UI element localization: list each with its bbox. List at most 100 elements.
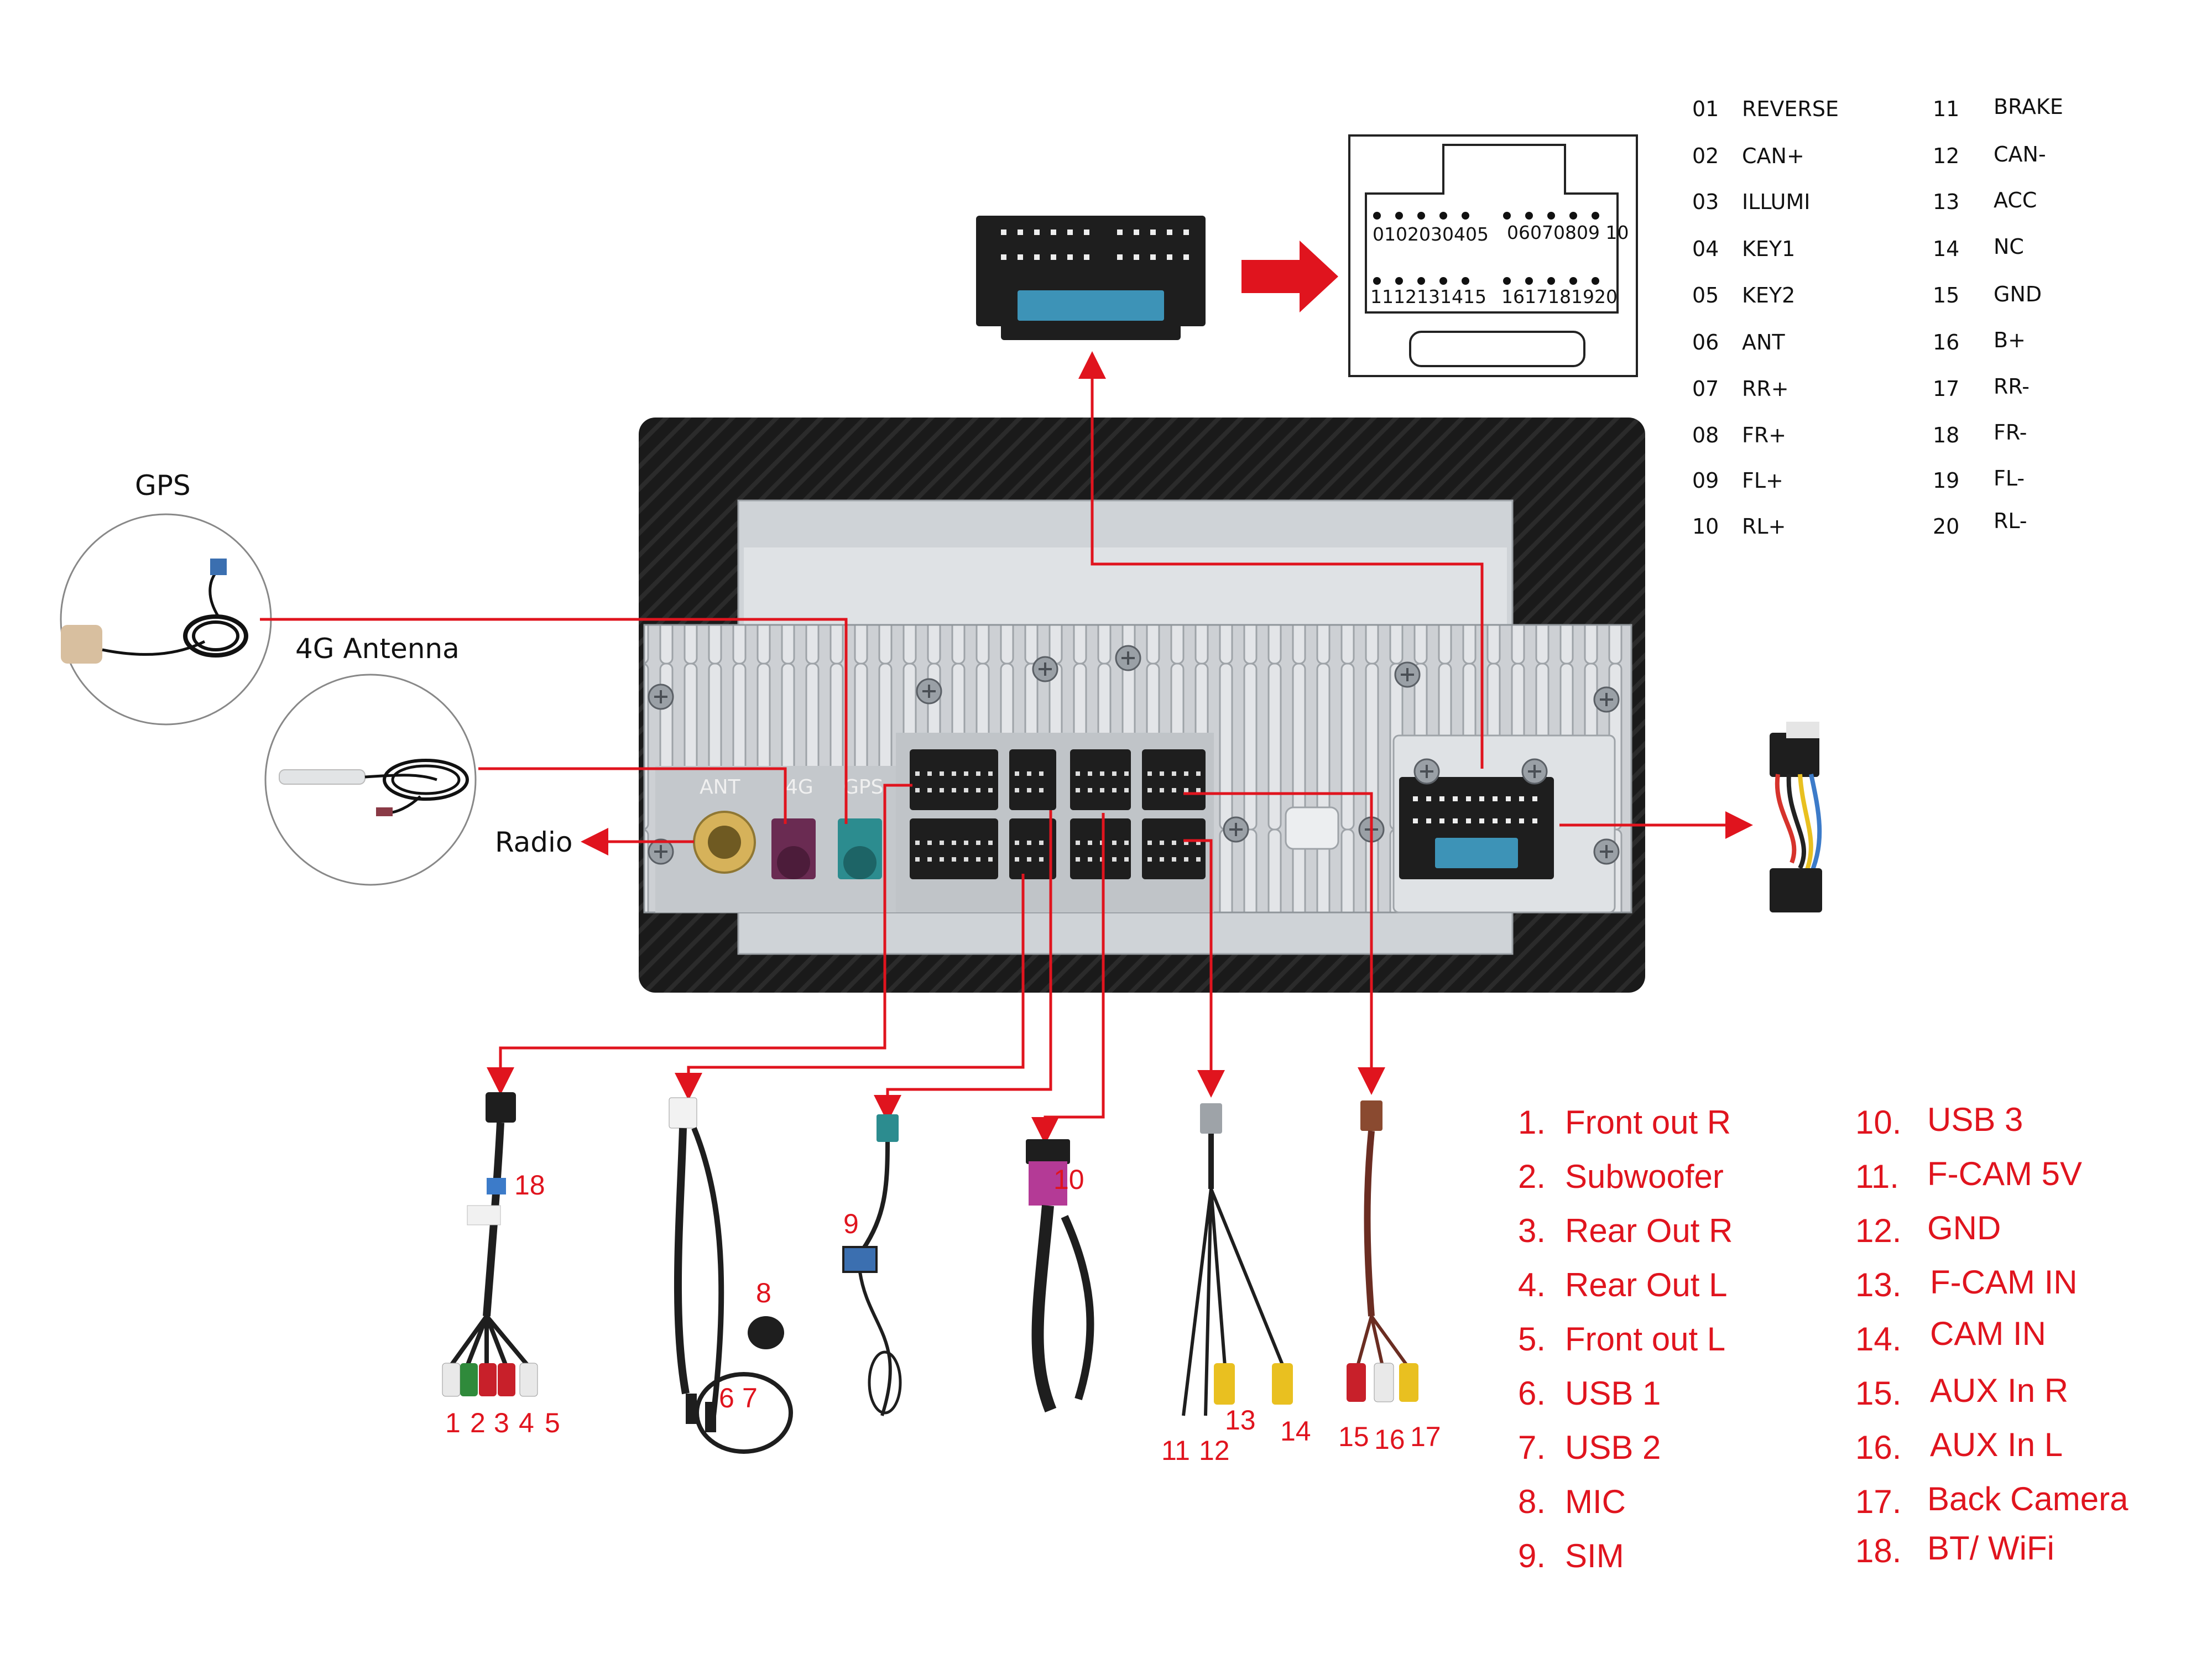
legend-num: 2. <box>1518 1158 1546 1195</box>
antenna-4g-connection-line <box>478 767 787 824</box>
harness-wire <box>1786 774 1807 869</box>
cable-bundle <box>1364 1130 1375 1317</box>
legend-name: Rear Out L <box>1565 1266 1727 1303</box>
pin-name: B+ <box>1994 328 2026 352</box>
antenna-4g-picture <box>264 674 477 886</box>
main-port-pin <box>1426 796 1431 801</box>
head-unit-back: ANT 4G GPS <box>639 418 1645 993</box>
photo-pin <box>1084 254 1089 260</box>
socket-pin <box>1076 771 1080 776</box>
cable-plug <box>669 1097 697 1129</box>
socket-pin <box>927 788 932 792</box>
pin-num: 12 <box>1933 144 1959 168</box>
socket-pin <box>1112 788 1117 792</box>
pin-dot <box>1373 212 1381 220</box>
socket-pin <box>1015 788 1019 792</box>
socket-pin <box>1100 771 1104 776</box>
pin-name: KEY2 <box>1742 283 1795 307</box>
main-connector-photo <box>976 216 1206 340</box>
harness-plug-bottom <box>1770 868 1822 912</box>
harness-socket <box>1070 749 1131 810</box>
radio-label: Radio <box>495 826 573 858</box>
red-arrow-icon <box>1241 241 1338 312</box>
screw-slot <box>1229 823 1243 836</box>
rca-plug-yellow <box>1214 1363 1235 1405</box>
pin-num: 08 <box>1692 423 1719 447</box>
rca-plug-white <box>442 1363 461 1397</box>
socket-pin <box>1172 771 1176 776</box>
photo-pin <box>1117 254 1123 260</box>
pin-num: 19 <box>1933 468 1959 493</box>
pin-dot <box>1439 277 1447 285</box>
socket-pin <box>1027 841 1031 845</box>
photo-pin <box>1051 229 1056 235</box>
legend-num: 12. <box>1855 1212 1901 1249</box>
connector-outline-diagram: 0102030405 06070809 10 1112131415 161718… <box>1348 134 1638 377</box>
pin-num: 02 <box>1692 144 1719 168</box>
socket-pin <box>927 771 932 776</box>
pin-dot <box>1592 277 1599 285</box>
pin-num: 09 <box>1692 468 1719 493</box>
cable-number: 10 <box>1053 1164 1084 1195</box>
cable-number: 18 <box>514 1170 545 1201</box>
cable-aux <box>1347 1100 1418 1402</box>
socket-pin <box>927 857 932 862</box>
pin-num: 03 <box>1692 190 1719 214</box>
main-port-pin <box>1479 818 1484 823</box>
cable-number: 16 <box>1374 1424 1405 1455</box>
cable-usb-mic <box>669 1097 793 1454</box>
socket-pin <box>1160 857 1164 862</box>
legend-num: 13. <box>1855 1266 1901 1303</box>
legend-num: 7. <box>1518 1429 1546 1466</box>
legend-num: 3. <box>1518 1212 1546 1249</box>
harness-socket <box>1070 818 1131 879</box>
legend-num: 14. <box>1855 1321 1901 1358</box>
socket-pin <box>952 771 956 776</box>
cable-number: 9 <box>843 1208 859 1239</box>
pin-name: REVERSE <box>1742 97 1839 121</box>
socket-pin <box>1076 788 1080 792</box>
legend-num: 5. <box>1518 1321 1546 1358</box>
photo-pin <box>1150 254 1156 260</box>
main-port-pin <box>1466 796 1471 801</box>
connection-lines <box>260 351 1753 1145</box>
pin-dot <box>1503 277 1511 285</box>
antenna-4g-plug <box>376 807 393 816</box>
gps-antenna-picture <box>60 513 272 726</box>
fakra-4g-socket <box>777 846 810 879</box>
cable-number: 7 <box>742 1383 758 1413</box>
connector-pins-bottom-right: 1617181920 <box>1501 286 1618 307</box>
cable-camera <box>1182 1103 1293 1416</box>
pin-num: 14 <box>1933 237 1959 261</box>
socket-pin <box>976 841 980 845</box>
legend-num: 17. <box>1855 1483 1901 1520</box>
harness-socket <box>1009 749 1056 810</box>
pin-name: KEY1 <box>1742 237 1795 261</box>
socket-pin <box>976 857 980 862</box>
legend-num: 8. <box>1518 1483 1546 1520</box>
vent-slot <box>1285 806 1339 850</box>
pin-name: FR+ <box>1742 423 1786 447</box>
pin-dots <box>1373 212 1599 285</box>
pin-num: 16 <box>1933 330 1959 354</box>
connector-blue-tab <box>1018 290 1164 321</box>
fakra-gps-socket <box>843 846 877 879</box>
pin-name: FL+ <box>1742 468 1783 493</box>
pin-name: CAN+ <box>1742 144 1804 168</box>
legend-name: AUX In R <box>1930 1372 2068 1409</box>
pin-num: 01 <box>1692 97 1719 121</box>
legend-name: F-CAM IN <box>1930 1264 2078 1301</box>
pin-dot <box>1525 277 1533 285</box>
gps-plug <box>210 559 227 575</box>
socket-pin <box>988 788 993 792</box>
photo-pin <box>1183 254 1189 260</box>
socket-pin <box>1076 857 1080 862</box>
pin-dot <box>1373 277 1381 285</box>
main-port-pin <box>1439 796 1444 801</box>
photo-pin <box>1051 254 1056 260</box>
pin-name: FR- <box>1994 420 2027 445</box>
main-port-pin <box>1413 796 1418 801</box>
rca-lead <box>484 1314 530 1368</box>
cable-9-line <box>874 810 1052 1123</box>
main-port-pin <box>1466 818 1471 823</box>
